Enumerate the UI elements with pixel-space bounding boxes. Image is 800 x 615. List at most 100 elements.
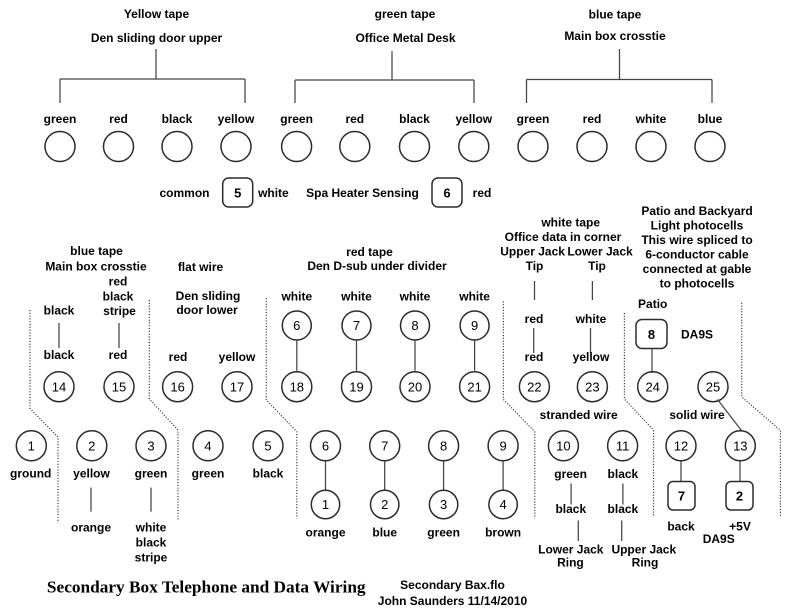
svg-text:5: 5 xyxy=(264,438,271,453)
svg-text:black: black xyxy=(136,535,167,549)
svg-text:7: 7 xyxy=(353,318,360,333)
svg-text:Office data in corner: Office data in corner xyxy=(505,230,622,244)
svg-text:stranded wire: stranded wire xyxy=(540,408,618,422)
svg-text:12: 12 xyxy=(674,438,688,453)
svg-text:22: 22 xyxy=(527,379,541,394)
svg-text:Light photocells: Light photocells xyxy=(651,219,744,233)
svg-text:red: red xyxy=(109,112,128,126)
svg-text:13: 13 xyxy=(733,438,747,453)
svg-text:3: 3 xyxy=(147,438,154,453)
svg-text:5: 5 xyxy=(234,185,241,200)
svg-text:connected at gable: connected at gable xyxy=(643,262,752,276)
svg-text:red: red xyxy=(473,186,492,200)
svg-text:Spa Heater Sensing: Spa Heater Sensing xyxy=(306,186,419,200)
svg-text:orange: orange xyxy=(305,526,345,540)
svg-text:green: green xyxy=(135,467,168,481)
svg-text:black: black xyxy=(103,289,134,303)
svg-text:green: green xyxy=(427,526,460,540)
svg-text:Main box crosstie: Main box crosstie xyxy=(564,29,666,43)
svg-text:red: red xyxy=(345,112,364,126)
svg-text:18: 18 xyxy=(290,379,304,394)
svg-text:3: 3 xyxy=(440,497,447,512)
svg-text:blue tape: blue tape xyxy=(70,244,123,258)
svg-text:+5V: +5V xyxy=(729,519,751,533)
svg-text:Ring: Ring xyxy=(632,556,659,570)
svg-text:4: 4 xyxy=(204,438,211,453)
svg-text:Tip: Tip xyxy=(588,259,606,273)
svg-text:black: black xyxy=(608,467,639,481)
svg-text:ground: ground xyxy=(10,467,51,481)
svg-text:21: 21 xyxy=(467,379,481,394)
svg-text:black: black xyxy=(253,467,284,481)
svg-text:Lower Jack: Lower Jack xyxy=(567,245,633,259)
svg-text:7: 7 xyxy=(678,489,685,504)
svg-text:black: black xyxy=(608,502,639,516)
svg-text:John Saunders 11/14/2010: John Saunders 11/14/2010 xyxy=(378,594,528,608)
svg-text:6: 6 xyxy=(443,185,450,200)
svg-text:back: back xyxy=(667,519,695,533)
svg-text:2: 2 xyxy=(88,438,95,453)
svg-text:20: 20 xyxy=(408,379,422,394)
svg-text:Lower Jack: Lower Jack xyxy=(538,542,604,556)
svg-text:green: green xyxy=(44,112,77,126)
svg-text:10: 10 xyxy=(556,438,570,453)
svg-text:Yellow tape: Yellow tape xyxy=(124,7,190,21)
svg-text:white: white xyxy=(399,290,431,304)
svg-text:to photocells: to photocells xyxy=(660,277,735,291)
svg-text:Upper Jack: Upper Jack xyxy=(611,542,676,556)
svg-text:green: green xyxy=(554,467,587,481)
svg-text:stripe: stripe xyxy=(135,550,168,564)
svg-text:16: 16 xyxy=(170,379,184,394)
svg-text:Den D-sub under divider: Den D-sub under divider xyxy=(307,259,447,273)
svg-text:green: green xyxy=(192,467,225,481)
svg-text:white: white xyxy=(340,290,372,304)
svg-text:DA9S: DA9S xyxy=(681,327,713,341)
svg-text:Secondary Bax.flo: Secondary Bax.flo xyxy=(400,578,505,592)
svg-text:6-conductor cable: 6-conductor cable xyxy=(645,248,749,262)
svg-text:red: red xyxy=(525,312,544,326)
svg-text:9: 9 xyxy=(499,438,506,453)
svg-text:4: 4 xyxy=(499,497,506,512)
svg-text:Tip: Tip xyxy=(526,259,544,273)
svg-text:black: black xyxy=(44,348,75,362)
svg-text:yellow: yellow xyxy=(73,467,110,481)
svg-text:17: 17 xyxy=(230,379,244,394)
svg-text:yellow: yellow xyxy=(573,350,610,364)
svg-text:Den sliding: Den sliding xyxy=(176,289,241,303)
svg-text:Patio: Patio xyxy=(638,297,667,311)
svg-text:1: 1 xyxy=(322,497,329,512)
svg-text:Ring: Ring xyxy=(557,556,584,570)
svg-text:white: white xyxy=(458,290,490,304)
svg-text:red: red xyxy=(169,350,188,364)
svg-text:blue: blue xyxy=(698,112,723,126)
svg-text:Office Metal Desk: Office Metal Desk xyxy=(355,31,455,45)
svg-text:Secondary Box Telephone and Da: Secondary Box Telephone and Data Wiring xyxy=(47,578,366,597)
svg-text:white: white xyxy=(257,186,289,200)
svg-text:2: 2 xyxy=(381,497,388,512)
svg-text:2: 2 xyxy=(736,489,743,504)
svg-text:Main box crosstie: Main box crosstie xyxy=(45,259,147,273)
svg-text:flat wire: flat wire xyxy=(178,260,224,274)
svg-text:15: 15 xyxy=(112,379,126,394)
svg-text:black: black xyxy=(399,112,430,126)
svg-text:black: black xyxy=(555,502,586,516)
svg-text:14: 14 xyxy=(52,379,66,394)
svg-text:1: 1 xyxy=(28,438,35,453)
svg-text:white: white xyxy=(575,312,607,326)
svg-text:25: 25 xyxy=(706,379,720,394)
svg-text:black: black xyxy=(162,112,193,126)
svg-text:red: red xyxy=(109,275,128,289)
svg-text:yellow: yellow xyxy=(218,112,255,126)
svg-text:black: black xyxy=(44,304,75,318)
svg-text:6: 6 xyxy=(322,438,329,453)
svg-text:red: red xyxy=(525,350,544,364)
svg-text:6: 6 xyxy=(293,318,300,333)
svg-text:yellow: yellow xyxy=(219,350,256,364)
svg-text:yellow: yellow xyxy=(455,112,492,126)
svg-text:solid wire: solid wire xyxy=(669,408,725,422)
svg-text:7: 7 xyxy=(381,438,388,453)
svg-text:Patio and Backyard: Patio and Backyard xyxy=(641,204,752,218)
svg-text:red: red xyxy=(109,348,128,362)
svg-text:white: white xyxy=(280,290,312,304)
svg-text:red tape: red tape xyxy=(346,245,393,259)
